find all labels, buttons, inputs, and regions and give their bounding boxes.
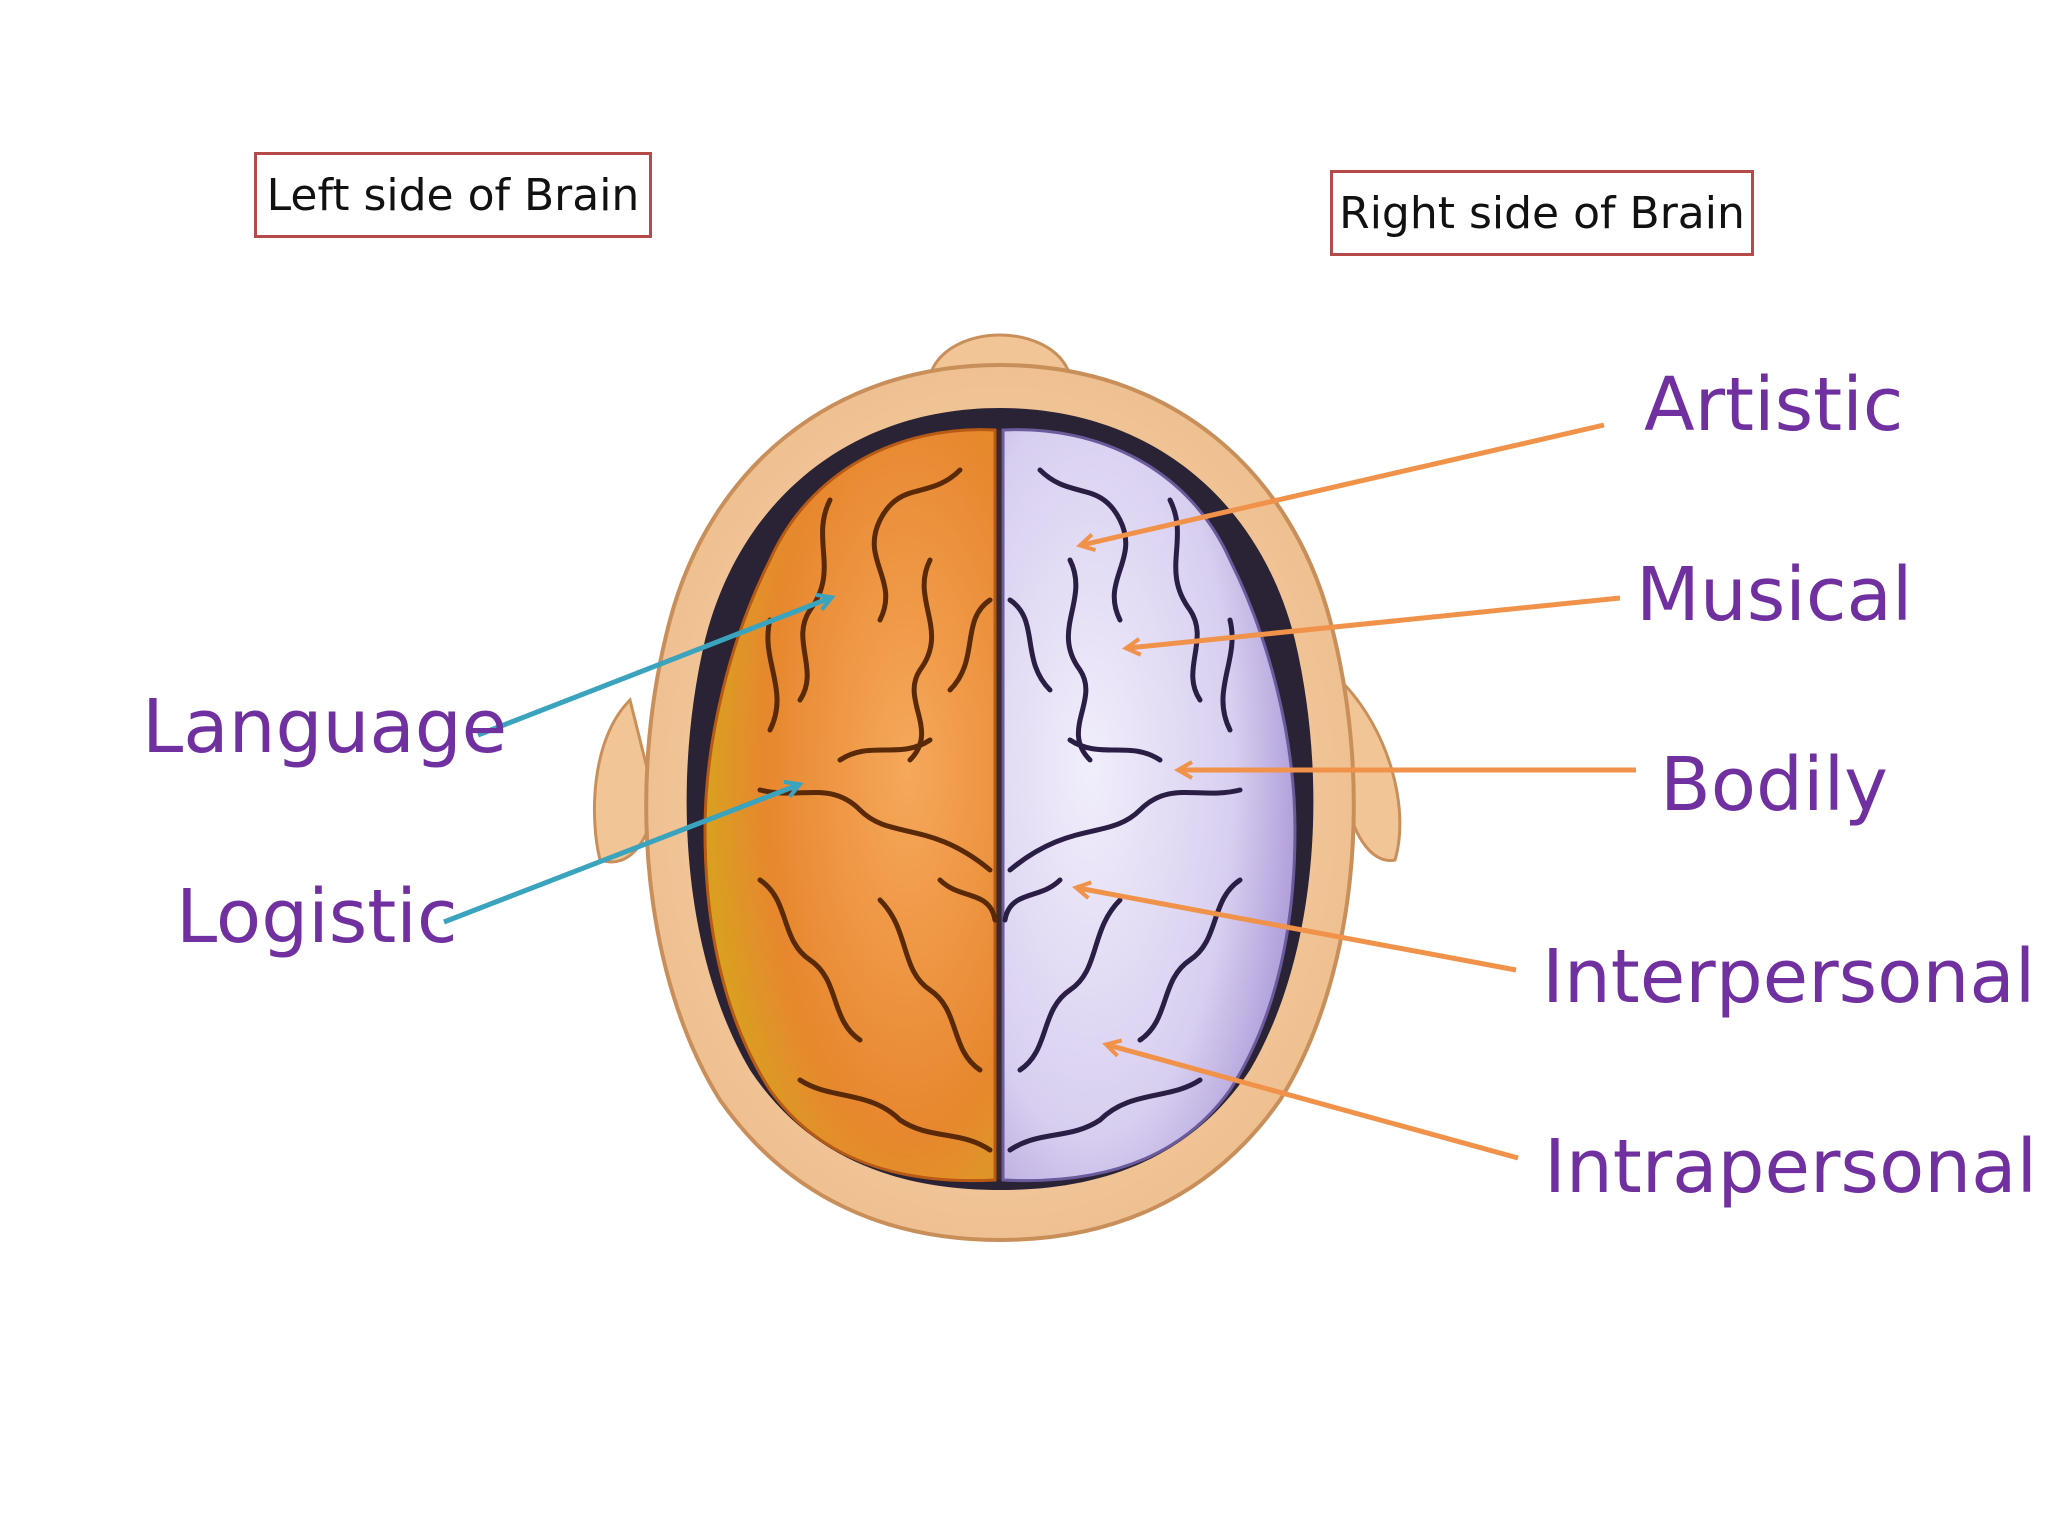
left-gyri <box>757 467 998 1153</box>
arrow-interpersonal <box>1078 888 1517 973</box>
arrow-intrapersonal <box>1108 1045 1519 1161</box>
label-logistic: Logistic <box>176 874 458 960</box>
label-language: Language <box>142 684 508 770</box>
arrow-language <box>477 598 830 738</box>
arrow-artistic <box>1082 422 1605 545</box>
label-artistic: Artistic <box>1644 362 1904 448</box>
left-side-box: Left side of Brain <box>254 152 652 238</box>
label-bodily: Bodily <box>1660 742 1888 828</box>
label-musical: Musical <box>1636 552 1913 638</box>
label-intrapersonal: Intrapersonal <box>1544 1124 2038 1210</box>
right-side-box: Right side of Brain <box>1330 170 1754 256</box>
label-interpersonal: Interpersonal <box>1542 934 2036 1020</box>
right-gyri <box>1002 467 1243 1153</box>
arrow-musical <box>1128 595 1621 648</box>
arrow-logistic <box>443 785 798 925</box>
